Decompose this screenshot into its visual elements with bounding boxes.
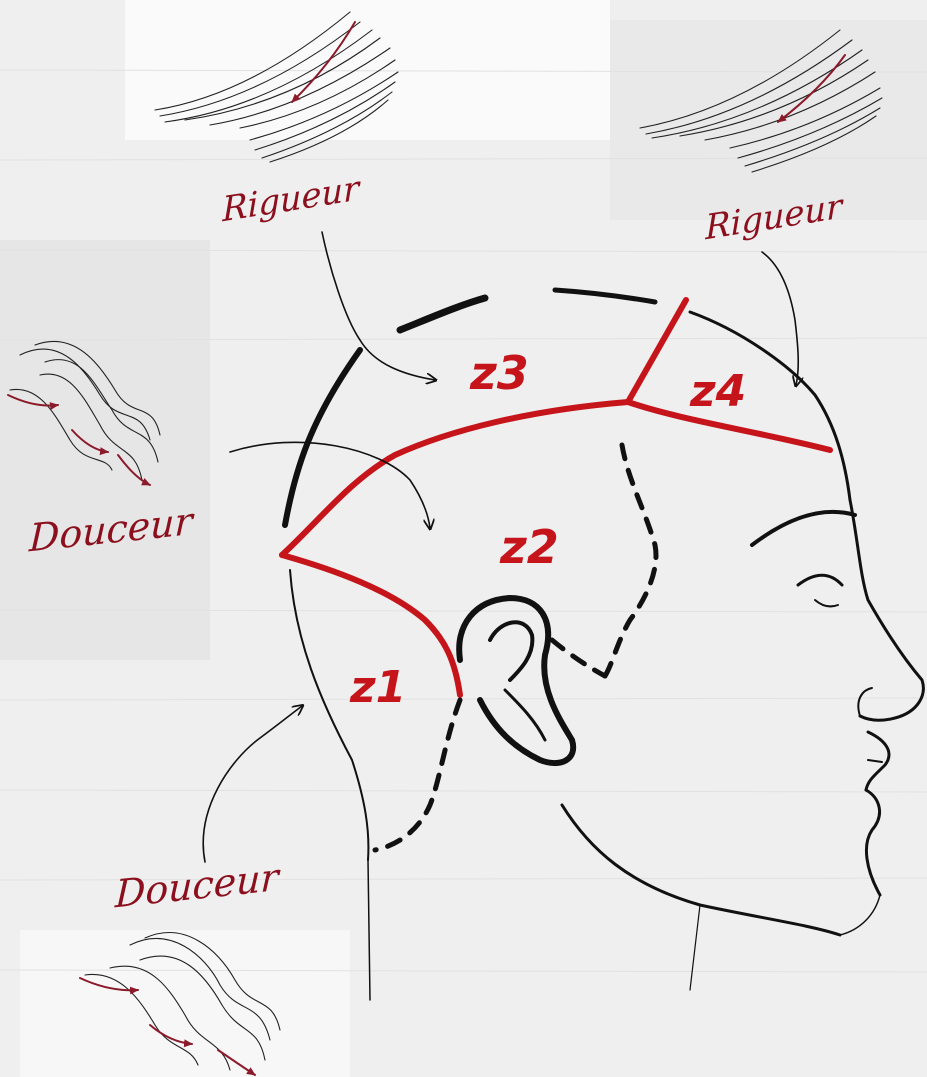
zone-label-z2: z2: [500, 520, 559, 574]
zone-label-z1: z1: [350, 662, 406, 713]
zone-label-z4: z4: [690, 366, 746, 417]
zone-label-z3: z3: [470, 346, 529, 400]
